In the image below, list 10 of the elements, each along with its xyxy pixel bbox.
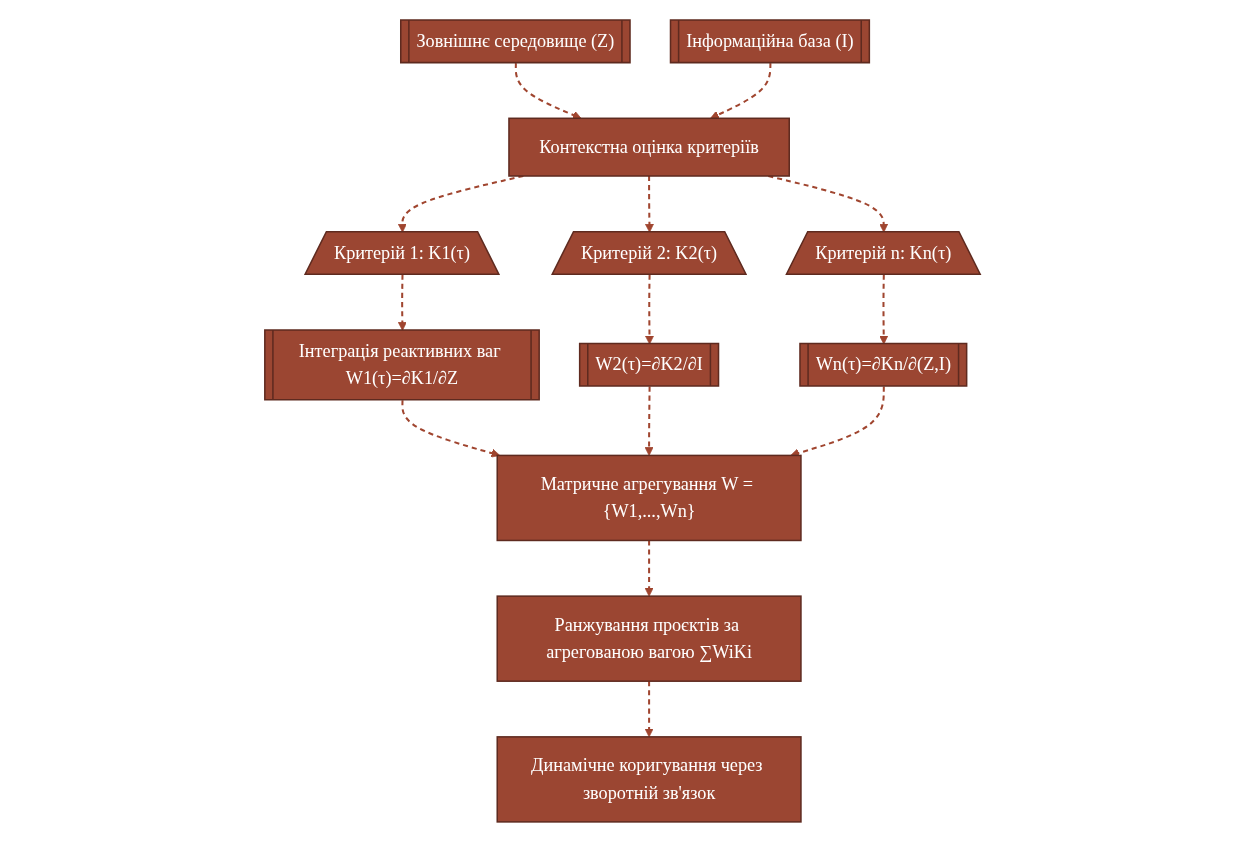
- arrow: [514, 63, 582, 120]
- arrow: [710, 63, 772, 119]
- node-box: Ранжування проєктів за агрегованою вагою ∑WiKi: [496, 595, 802, 682]
- arrow: [644, 540, 654, 597]
- node-box: Матричне агрегування W = {W1,...,Wn}: [496, 454, 802, 542]
- arrow: [644, 681, 654, 738]
- arrow: [644, 386, 654, 456]
- node-box: Контекстна оцінка критеріїв: [508, 117, 790, 177]
- node-box: Динамічне коригування через зворотній зв'язок: [496, 736, 802, 823]
- arrow: [401, 400, 501, 458]
